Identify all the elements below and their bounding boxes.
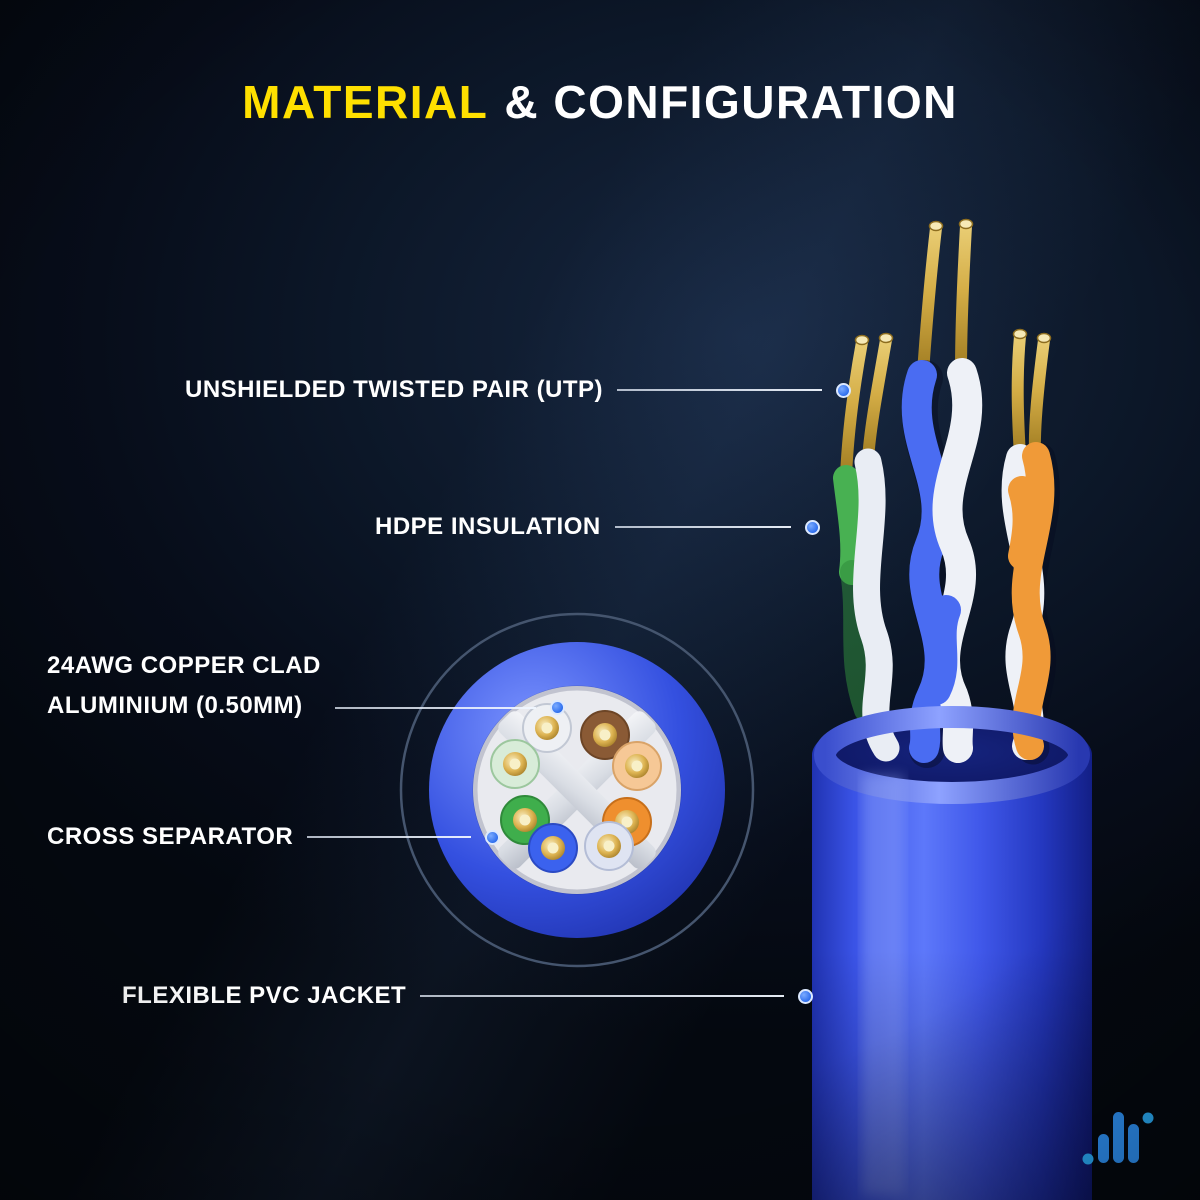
jacket-shade xyxy=(812,950,1092,1200)
callout-awg-line1: 24AWG COPPER CLAD xyxy=(47,652,321,679)
jacket-rim xyxy=(814,706,1090,804)
wire-white-orange xyxy=(612,741,662,791)
callout-jacket: FLEXIBLE PVC JACKET xyxy=(122,979,813,1013)
pointer-dot-icon xyxy=(805,519,820,535)
cross-section-inset xyxy=(399,612,755,968)
pointer-dot-icon xyxy=(485,829,500,845)
leader-line xyxy=(334,707,536,709)
wire-white-green xyxy=(490,739,540,789)
pointer-dot-icon xyxy=(550,700,565,715)
callout-awg-label: 24AWG COPPER CLAD ALUMINIUM (0.50MM) xyxy=(47,646,321,726)
title-highlight: MATERIAL xyxy=(242,75,489,128)
callout-jacket-label: FLEXIBLE PVC JACKET xyxy=(122,982,407,1009)
leader-line xyxy=(420,995,784,997)
leader-line xyxy=(617,389,822,391)
leader-line xyxy=(307,836,471,838)
magnifier-circle xyxy=(399,612,755,968)
page-title: MATERIAL & CONFIGURATION xyxy=(0,75,1200,129)
wire-brown xyxy=(580,710,630,760)
wire-white xyxy=(522,703,572,753)
cable-illustration xyxy=(812,218,1092,1200)
white-strand xyxy=(853,448,900,762)
pointer-dot-icon xyxy=(836,382,851,398)
brand-wave-logo-icon xyxy=(1082,1112,1154,1165)
callout-awg: 24AWG COPPER CLAD ALUMINIUM (0.50MM) xyxy=(47,646,565,726)
copper-tips xyxy=(854,218,1052,346)
wire-white-blue xyxy=(584,821,634,871)
callout-hdpe: HDPE INSULATION xyxy=(375,510,820,544)
callout-separator-label: CROSS SEPARATOR xyxy=(47,823,294,850)
pointer-dot-icon xyxy=(798,988,813,1004)
callout-utp-label: UNSHIELDED TWISTED PAIR (UTP) xyxy=(185,376,604,403)
leader-line xyxy=(614,526,791,528)
wire-blue xyxy=(528,823,578,873)
copper-conductors xyxy=(840,220,1050,482)
title-rest: & CONFIGURATION xyxy=(504,75,958,128)
callout-awg-line2: ALUMINIUM (0.50MM) xyxy=(47,692,303,719)
callout-separator: CROSS SEPARATOR xyxy=(47,820,500,854)
callout-utp: UNSHIELDED TWISTED PAIR (UTP) xyxy=(185,373,851,407)
twisted-pairs xyxy=(833,358,1060,768)
green-strand xyxy=(833,465,867,585)
callout-hdpe-label: HDPE INSULATION xyxy=(375,513,601,540)
